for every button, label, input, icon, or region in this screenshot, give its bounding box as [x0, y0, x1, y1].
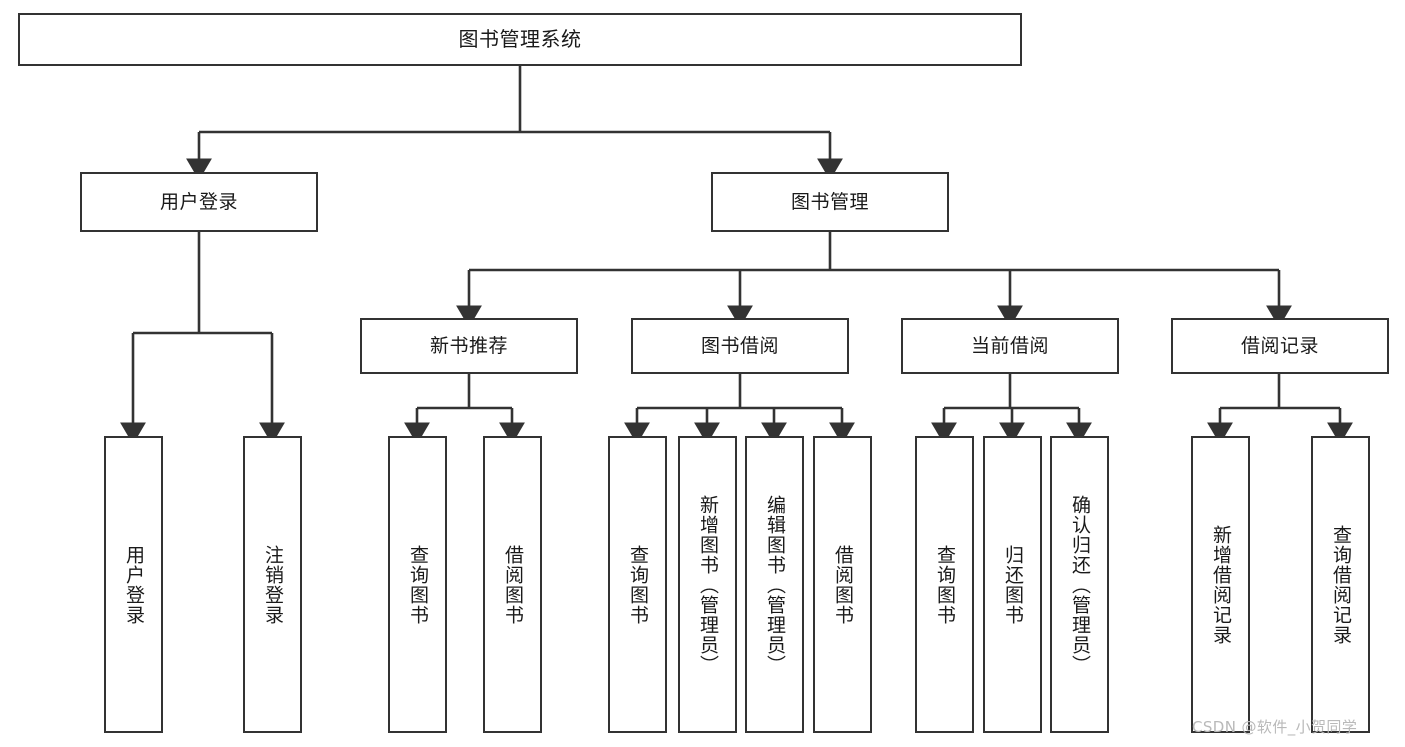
- leaf-book-borrow-query-books[interactable]: 查询图书: [608, 436, 667, 733]
- node-label: 借阅图书: [832, 544, 854, 625]
- node-label: 编辑图书（管理员）: [764, 494, 786, 675]
- node-new-book-recommend[interactable]: 新书推荐: [360, 318, 578, 374]
- node-label: 当前借阅: [970, 334, 1049, 357]
- node-root-book-management-system[interactable]: 图书管理系统: [18, 13, 1022, 66]
- leaf-current-borrow-return-books[interactable]: 归还图书: [983, 436, 1042, 733]
- node-label: 新增图书（管理员）: [697, 494, 719, 675]
- leaf-current-borrow-query-books[interactable]: 查询图书: [915, 436, 974, 733]
- node-label: 新书推荐: [429, 334, 508, 357]
- leaf-current-borrow-confirm-return-admin[interactable]: 确认归还（管理员）: [1050, 436, 1109, 733]
- node-label: 图书管理系统: [458, 26, 582, 51]
- node-label: 查询借阅记录: [1330, 524, 1352, 645]
- node-label: 用户登录: [123, 544, 145, 625]
- leaf-borrow-record-query-record[interactable]: 查询借阅记录: [1311, 436, 1370, 733]
- node-book-management[interactable]: 图书管理: [711, 172, 949, 232]
- node-label: 借阅图书: [502, 544, 524, 625]
- node-book-borrow[interactable]: 图书借阅: [631, 318, 849, 374]
- node-label: 确认归还（管理员）: [1069, 494, 1091, 675]
- leaf-new-book-query-books[interactable]: 查询图书: [388, 436, 447, 733]
- node-current-borrow[interactable]: 当前借阅: [901, 318, 1119, 374]
- node-label: 图书管理: [790, 190, 869, 213]
- node-label: 归还图书: [1002, 544, 1024, 625]
- leaf-book-borrow-borrow-books[interactable]: 借阅图书: [813, 436, 872, 733]
- leaf-book-borrow-add-book-admin[interactable]: 新增图书（管理员）: [678, 436, 737, 733]
- node-label: 查询图书: [407, 544, 429, 625]
- node-label: 图书借阅: [700, 334, 779, 357]
- node-label: 注销登录: [262, 544, 284, 625]
- leaf-book-borrow-edit-book-admin[interactable]: 编辑图书（管理员）: [745, 436, 804, 733]
- leaf-borrow-record-add-record[interactable]: 新增借阅记录: [1191, 436, 1250, 733]
- node-label: 查询图书: [627, 544, 649, 625]
- leaf-user-login-login[interactable]: 用户登录: [104, 436, 163, 733]
- node-borrow-record[interactable]: 借阅记录: [1171, 318, 1389, 374]
- node-label: 查询图书: [934, 544, 956, 625]
- node-user-login[interactable]: 用户登录: [80, 172, 318, 232]
- node-label: 用户登录: [159, 190, 238, 213]
- leaf-new-book-borrow-books[interactable]: 借阅图书: [483, 436, 542, 733]
- node-label: 借阅记录: [1240, 334, 1319, 357]
- leaf-user-login-logout[interactable]: 注销登录: [243, 436, 302, 733]
- node-label: 新增借阅记录: [1210, 524, 1232, 645]
